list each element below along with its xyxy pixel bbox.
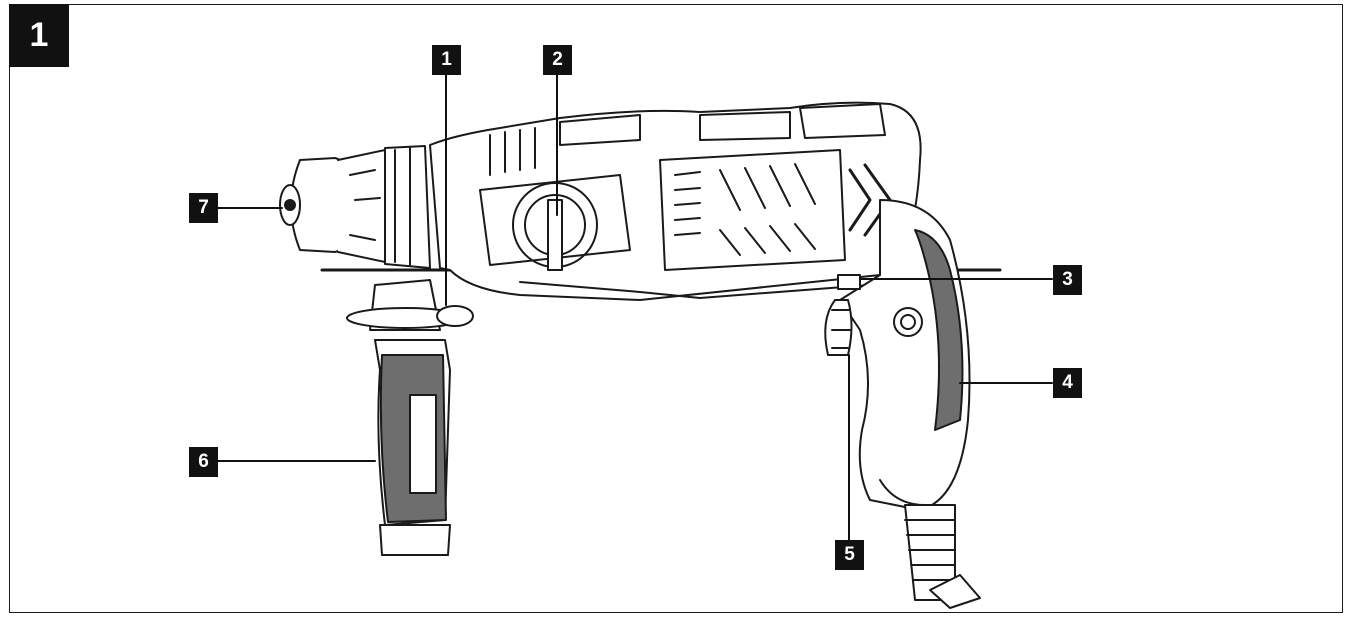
callout-7: 7 (189, 193, 218, 223)
trigger (824, 274, 861, 356)
drill-body (429, 101, 922, 301)
figure-frame (9, 4, 1343, 613)
callout-1: 1 (432, 45, 461, 75)
auxiliary-handle (346, 279, 474, 556)
leader-lines (217, 72, 1053, 541)
callout-2: 2 (543, 45, 572, 75)
figure-number: 1 (9, 4, 69, 67)
callout-5: 5 (835, 540, 864, 570)
callout-3: 3 (1053, 265, 1082, 295)
chuck (279, 145, 431, 269)
callout-4: 4 (1053, 368, 1082, 398)
callout-6: 6 (189, 447, 218, 477)
